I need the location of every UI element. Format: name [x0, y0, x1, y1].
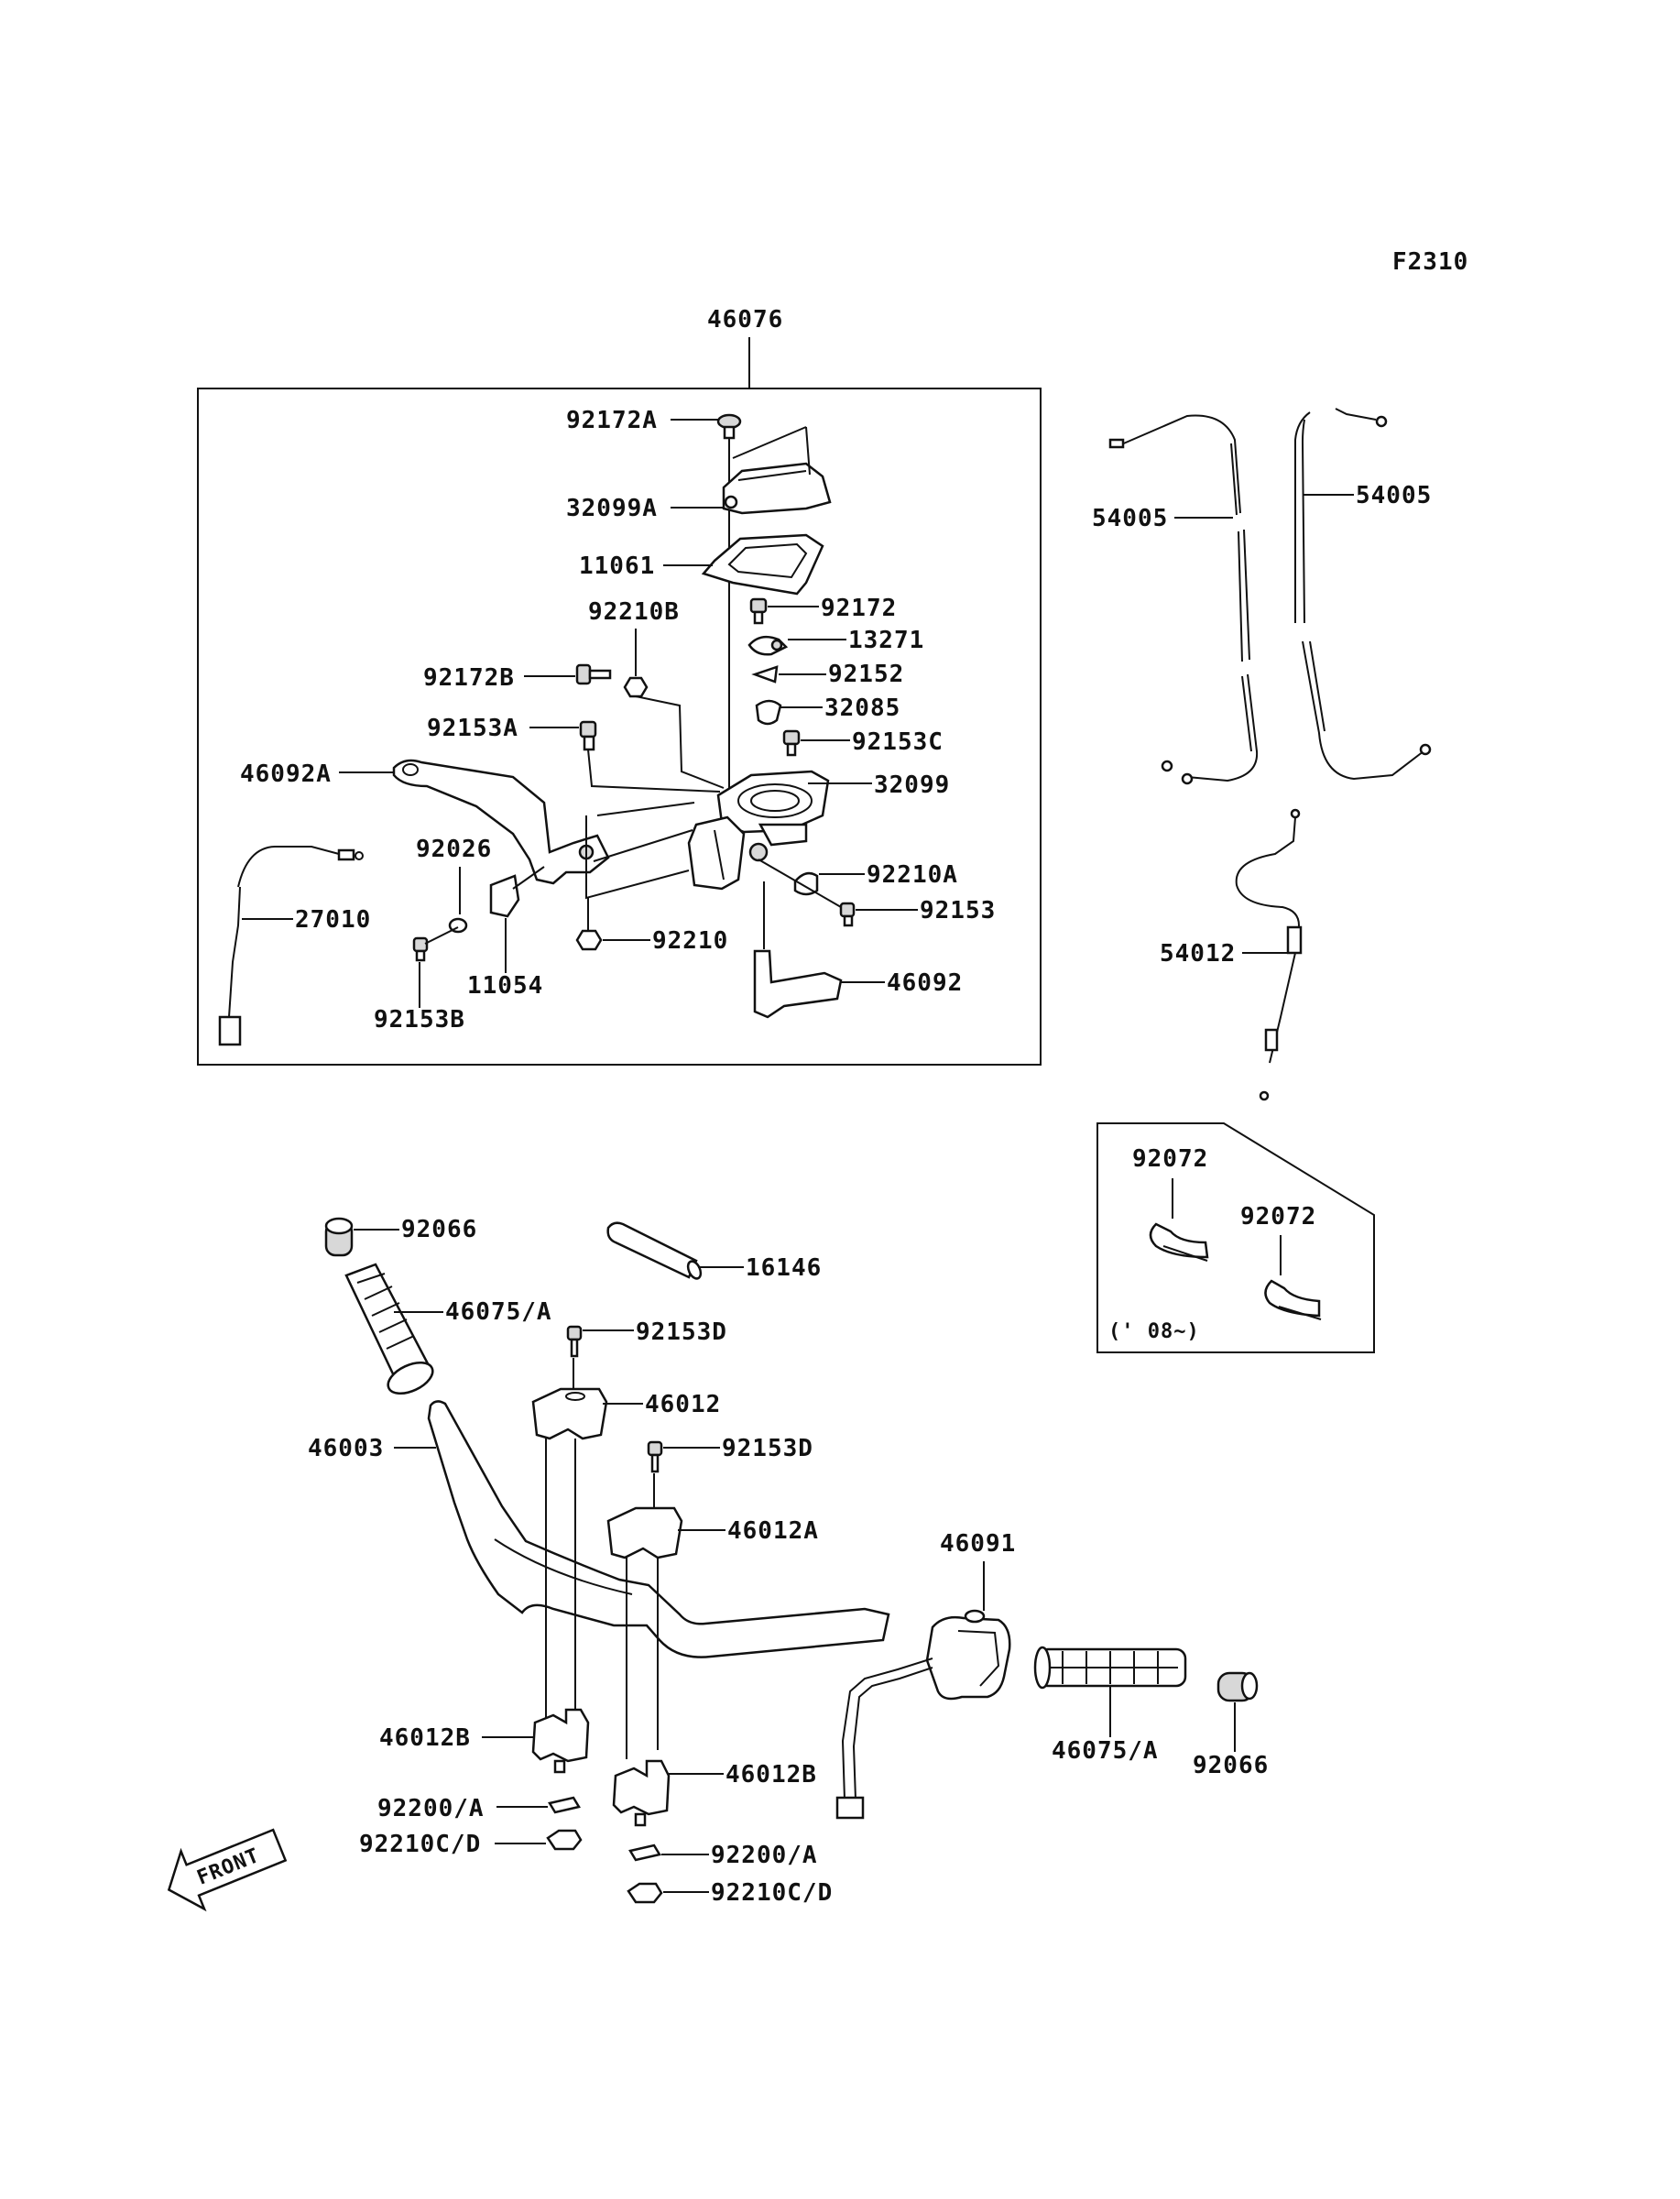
part-46091-switch: [835, 1609, 1011, 1820]
label-92072-a: 92072: [1132, 1145, 1208, 1173]
figure-code: F2310: [1392, 248, 1468, 276]
label-46076: 46076: [707, 306, 783, 334]
label-46012B-left: 46012B: [379, 1724, 471, 1752]
part-92210CD-right: [627, 1882, 663, 1904]
part-92153D-lower: [647, 1440, 663, 1473]
label-92153A: 92153A: [427, 715, 518, 742]
part-46092A: [392, 759, 610, 885]
label-46012B-right: 46012B: [725, 1761, 817, 1789]
label-46003: 46003: [308, 1435, 384, 1462]
label-92153D-lower: 92153D: [722, 1435, 813, 1462]
part-46012A: [606, 1473, 683, 1559]
part-46012B-right: [612, 1759, 671, 1827]
part-32099: [687, 770, 830, 891]
assembly-box-46076: [197, 388, 1042, 1066]
part-92172: [749, 597, 768, 625]
label-92153C: 92153C: [852, 728, 944, 756]
part-54005-cable-right: [1294, 408, 1432, 781]
part-46075A-grip-right: [1033, 1646, 1187, 1690]
part-32085: [755, 699, 782, 726]
part-92200A-left: [548, 1796, 581, 1814]
part-92210B: [623, 676, 649, 698]
label-11054: 11054: [467, 972, 543, 1000]
part-92072-a: [1149, 1222, 1209, 1262]
label-92153: 92153: [920, 897, 996, 924]
part-11061: [701, 533, 824, 596]
label-32085: 32085: [824, 695, 900, 722]
label-92152: 92152: [828, 661, 904, 688]
part-92200A-right: [628, 1843, 661, 1862]
label-32099: 32099: [874, 771, 950, 799]
part-92153B: [412, 926, 459, 962]
part-92153: [839, 902, 856, 927]
label-92210A: 92210A: [867, 861, 958, 889]
part-46012B-left: [531, 1708, 590, 1774]
label-54005-left: 54005: [1092, 505, 1168, 532]
label-92172A: 92172A: [566, 407, 658, 434]
label-92172B: 92172B: [423, 664, 515, 692]
label-54012: 54012: [1160, 940, 1236, 968]
label-92210CD-left: 92210C/D: [359, 1831, 481, 1858]
label-92210B: 92210B: [588, 598, 680, 626]
front-arrow-icon: FRONT: [167, 1828, 288, 1912]
part-13271: [747, 635, 789, 656]
part-92153A: [579, 720, 597, 751]
label-92153B: 92153B: [374, 1006, 465, 1034]
part-46092: [753, 881, 843, 1019]
label-92153D-upper: 92153D: [636, 1318, 727, 1346]
part-92210A: [793, 871, 819, 896]
label-46091: 46091: [940, 1530, 1016, 1558]
label-46012A: 46012A: [727, 1517, 819, 1545]
label-16146: 16146: [746, 1254, 822, 1282]
inset-note: (' 08~): [1108, 1320, 1200, 1343]
label-54005-right: 54005: [1356, 482, 1432, 509]
label-92066-right: 92066: [1193, 1752, 1269, 1779]
label-11061: 11061: [579, 552, 655, 580]
part-92152: [751, 665, 779, 684]
label-92200A-right: 92200/A: [711, 1842, 818, 1869]
label-27010: 27010: [295, 906, 371, 934]
label-46092: 46092: [887, 969, 963, 997]
part-92172B: [575, 663, 612, 685]
label-46012: 46012: [645, 1391, 721, 1418]
label-32099A: 32099A: [566, 495, 658, 522]
part-92153D-upper: [566, 1325, 583, 1358]
part-92153C: [782, 729, 801, 757]
label-92172: 92172: [821, 595, 897, 622]
part-32099A: [722, 426, 832, 515]
part-92066-right: [1216, 1671, 1259, 1702]
label-92200A-left: 92200/A: [377, 1795, 485, 1822]
part-46075A-grip-left: [344, 1263, 434, 1395]
part-46003-handlebar: [427, 1400, 890, 1658]
part-16146: [606, 1221, 703, 1280]
part-92210: [575, 898, 603, 951]
part-11054: [489, 866, 545, 918]
inset-box-92072: [1096, 1122, 1375, 1353]
part-92072-b: [1264, 1279, 1322, 1320]
part-54005-cable-left: [1108, 414, 1259, 785]
label-92072-b: 92072: [1240, 1203, 1316, 1231]
label-46092A: 46092A: [240, 760, 332, 788]
part-92066-left: [324, 1217, 354, 1257]
part-92210CD-left: [546, 1829, 583, 1851]
part-27010: [218, 846, 364, 1046]
label-92210: 92210: [652, 927, 728, 955]
label-46075A-left: 46075/A: [445, 1298, 552, 1326]
label-92026: 92026: [416, 836, 492, 863]
label-46075A-right: 46075/A: [1052, 1737, 1159, 1765]
part-46012: [531, 1358, 608, 1440]
part-54012-cable: [1235, 808, 1303, 1101]
label-13271: 13271: [848, 627, 924, 654]
label-92066-left: 92066: [401, 1216, 477, 1243]
part-92172A: [716, 413, 742, 440]
label-92210CD-right: 92210C/D: [711, 1879, 833, 1907]
